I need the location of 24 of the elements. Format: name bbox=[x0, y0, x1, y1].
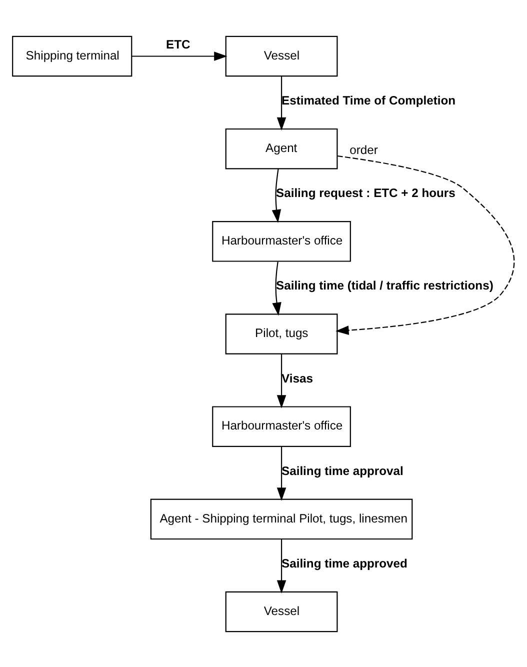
arrow bbox=[276, 538, 286, 593]
node-box: Vessel bbox=[225, 590, 338, 632]
arrow bbox=[276, 446, 286, 500]
node-box: Harbourmaster's office bbox=[212, 220, 351, 262]
node-box: Vessel bbox=[225, 35, 338, 76]
edge-label: Sailing request : ETC + 2 hours bbox=[276, 186, 456, 200]
node-box: Agent - Shipping terminal Pilot, tugs, linesmen bbox=[150, 498, 413, 540]
arrow bbox=[336, 154, 514, 334]
arrow bbox=[272, 168, 282, 222]
edge-label: Sailing time approval bbox=[282, 463, 404, 478]
node-box: Shipping terminal bbox=[12, 35, 132, 76]
arrow bbox=[276, 354, 286, 408]
arrow bbox=[276, 76, 286, 130]
node-box: Pilot, tugs bbox=[225, 313, 338, 354]
edge-label: Sailing time (tidal / traffic restrictions) bbox=[276, 278, 494, 292]
edge-label: Estimated Time of Completion bbox=[282, 93, 456, 108]
edge-label: ETC bbox=[166, 36, 190, 51]
node-box: Harbourmaster's office bbox=[212, 406, 351, 446]
arrow bbox=[272, 261, 282, 316]
arrow bbox=[132, 51, 228, 60]
edge-label: order bbox=[350, 142, 378, 157]
node-box: Agent bbox=[225, 128, 338, 169]
edge-label: Sailing time approved bbox=[282, 556, 408, 570]
edge-label: Visas bbox=[282, 370, 313, 385]
